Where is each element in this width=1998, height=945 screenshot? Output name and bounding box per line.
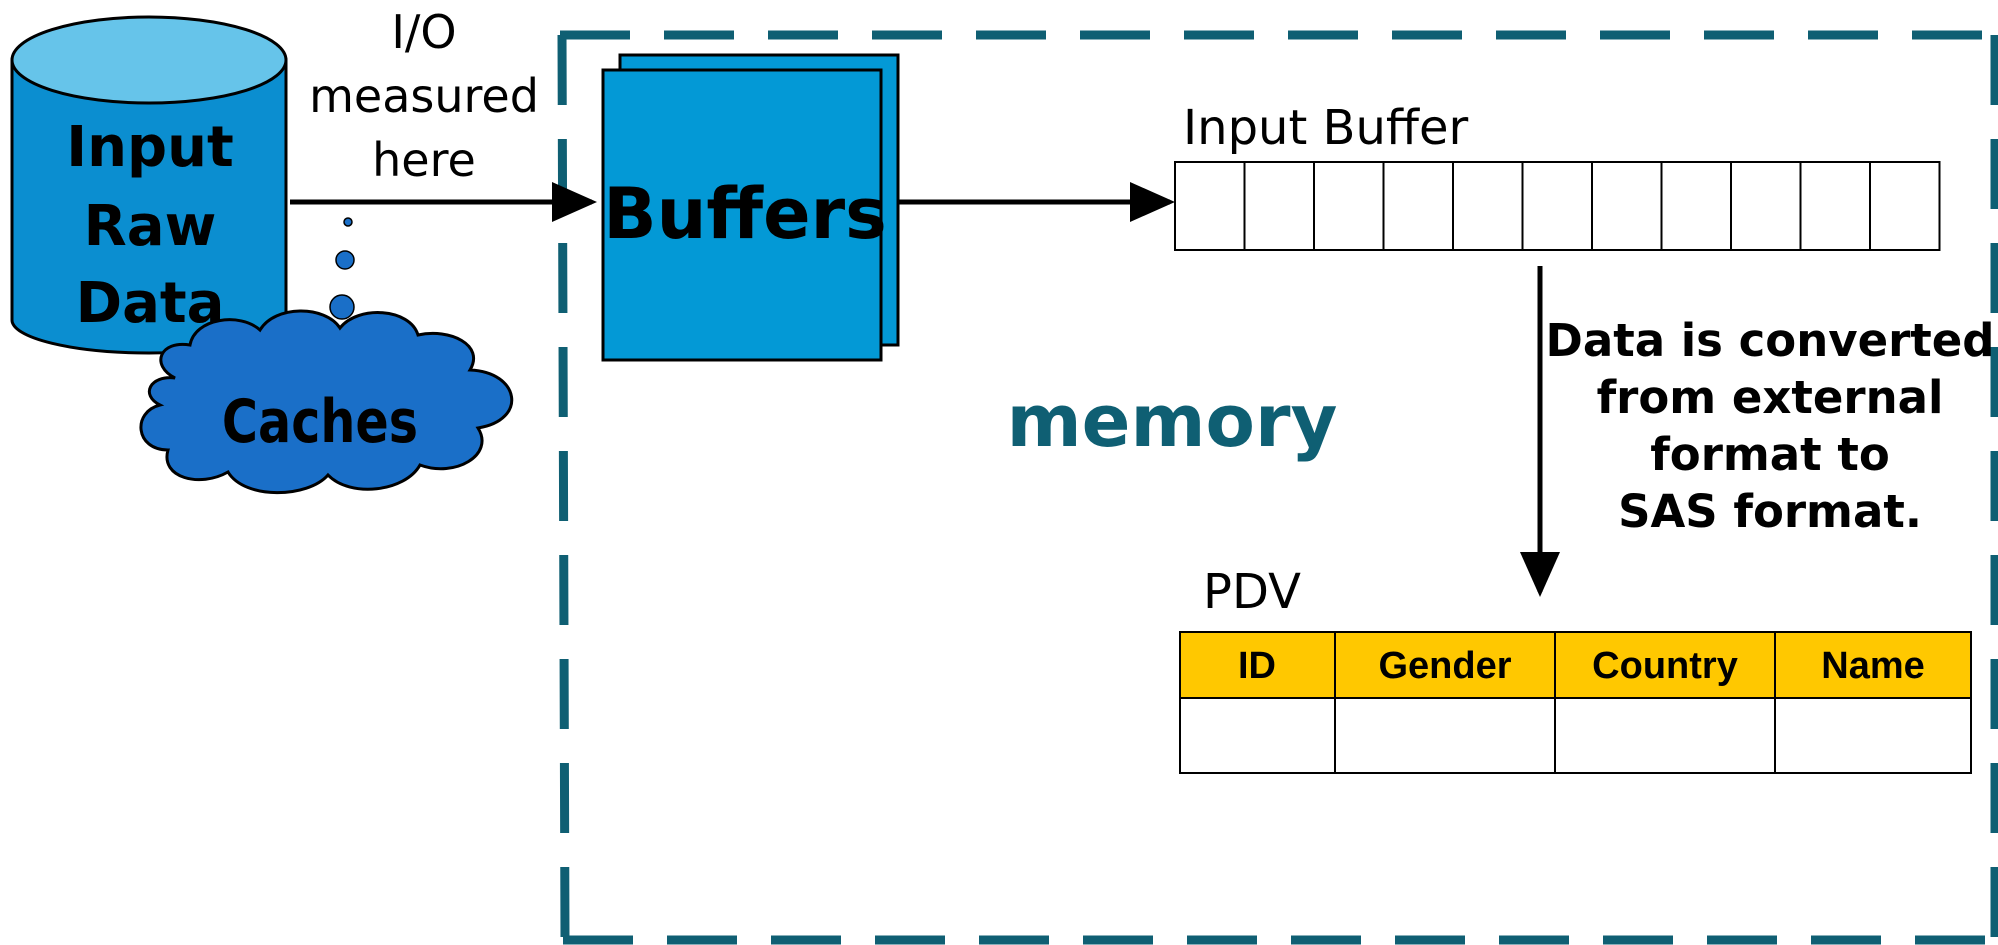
- caches-cloud: Caches: [139, 309, 514, 495]
- input-buffer-cell: [1313, 161, 1385, 251]
- input-buffer-cell: [1799, 161, 1871, 251]
- buffers-stack: Buffers: [601, 53, 900, 362]
- input-buffer-cell: [1243, 161, 1315, 251]
- pdv-column-gender: Gender: [1378, 645, 1511, 687]
- io-note-line2: measured: [309, 69, 539, 123]
- input-raw-data-cylinder: Input Raw Data: [10, 15, 288, 355]
- input-buffer-cell: [1730, 161, 1802, 251]
- source-label-line2: Raw: [84, 194, 217, 259]
- input-buffer-cell: [1382, 161, 1454, 251]
- pdv-title: PDV: [1203, 564, 1301, 620]
- io-note-line3: here: [372, 133, 476, 187]
- input-buffer-cell: [1869, 161, 1941, 251]
- io-measured-note: I/O measured here: [309, 5, 539, 187]
- source-label-line1: Input: [66, 115, 233, 180]
- conversion-note-line4: SAS format.: [1618, 485, 1922, 538]
- cache-thought-dots: [329, 217, 355, 320]
- caches-label: Caches: [222, 386, 418, 456]
- memory-label: memory: [1007, 379, 1338, 463]
- input-buffer-cell: [1591, 161, 1663, 251]
- conversion-note-line2: from external: [1597, 371, 1944, 424]
- pdv-table: ID Gender Country Name: [1179, 631, 1972, 774]
- input-buffer: [1174, 161, 1941, 251]
- conversion-note-line3: format to: [1650, 428, 1890, 481]
- source-label-line3: Data: [76, 271, 225, 336]
- input-buffer-cell: [1174, 161, 1246, 251]
- conversion-note-line1: Data is converted: [1545, 314, 1994, 367]
- input-buffer-cell: [1660, 161, 1732, 251]
- buffers-label: Buffers: [603, 173, 887, 255]
- conversion-note: Data is converted from external format t…: [1545, 314, 1994, 538]
- pdv-column-id: ID: [1238, 645, 1276, 687]
- io-note-line1: I/O: [391, 5, 456, 59]
- input-buffer-cell: [1452, 161, 1524, 251]
- input-buffer-title: Input Buffer: [1183, 100, 1469, 156]
- pdv-column-country: Country: [1592, 645, 1738, 687]
- input-buffer-cell: [1521, 161, 1593, 251]
- pdv-column-name: Name: [1821, 645, 1925, 687]
